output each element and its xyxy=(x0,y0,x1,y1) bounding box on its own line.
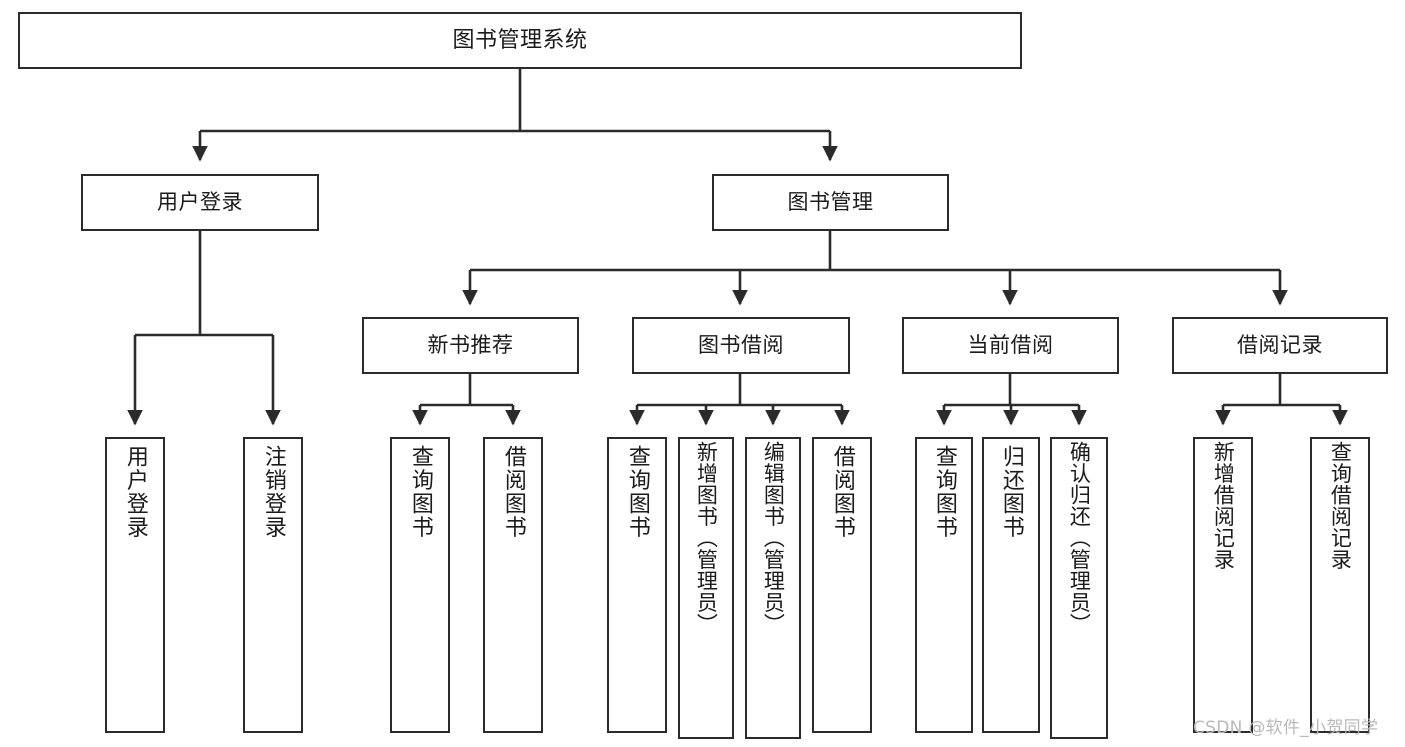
node-leaf-confirm-return-admin[interactable]: 确认归还（管理员） xyxy=(1050,437,1108,739)
node-root[interactable]: 图书管理系统 xyxy=(18,12,1022,69)
node-leaf-query-book-rec-label: 查询图书 xyxy=(407,445,433,539)
node-leaf-query-borrow-record[interactable]: 查询借阅记录 xyxy=(1310,437,1370,733)
node-borrow-record[interactable]: 借阅记录 xyxy=(1172,317,1388,374)
node-leaf-query-book-current-label: 查询图书 xyxy=(931,445,957,539)
node-user-login-label: 用户登录 xyxy=(157,190,243,215)
node-root-label: 图书管理系统 xyxy=(452,27,588,53)
node-current-borrow-label: 当前借阅 xyxy=(967,333,1054,358)
node-leaf-confirm-return-admin-label: 确认归还（管理员） xyxy=(1067,441,1092,635)
node-leaf-logout-label: 注销登录 xyxy=(260,445,286,539)
node-leaf-query-book-rec[interactable]: 查询图书 xyxy=(390,437,450,733)
node-leaf-logout[interactable]: 注销登录 xyxy=(243,437,303,733)
node-leaf-borrow-book-rec[interactable]: 借阅图书 xyxy=(483,437,543,733)
node-leaf-borrow-book-rec-label: 借阅图书 xyxy=(500,445,526,539)
node-leaf-add-borrow-record[interactable]: 新增借阅记录 xyxy=(1193,437,1253,733)
watermark: CSDN @软件_小贺同学 xyxy=(1193,718,1379,738)
node-leaf-edit-book-admin[interactable]: 编辑图书（管理员） xyxy=(745,437,801,739)
node-borrow-record-label: 借阅记录 xyxy=(1237,333,1323,358)
node-leaf-user-login[interactable]: 用户登录 xyxy=(105,437,165,733)
node-leaf-borrow-book[interactable]: 借阅图书 xyxy=(812,437,872,733)
node-new-book-recommend-label: 新书推荐 xyxy=(427,333,514,358)
node-book-management-label: 图书管理 xyxy=(787,190,874,215)
node-new-book-recommend[interactable]: 新书推荐 xyxy=(362,317,579,374)
node-user-login[interactable]: 用户登录 xyxy=(81,174,319,231)
node-leaf-edit-book-admin-label: 编辑图书（管理员） xyxy=(761,441,786,635)
node-leaf-return-book[interactable]: 归还图书 xyxy=(982,437,1040,733)
node-leaf-query-borrow-record-label: 查询借阅记录 xyxy=(1328,441,1353,570)
node-book-borrow-label: 图书借阅 xyxy=(698,333,784,358)
node-leaf-return-book-label: 归还图书 xyxy=(998,445,1024,539)
node-leaf-add-book-admin[interactable]: 新增图书（管理员） xyxy=(678,437,734,739)
node-leaf-user-login-label: 用户登录 xyxy=(122,445,148,539)
node-leaf-add-borrow-record-label: 新增借阅记录 xyxy=(1211,441,1236,570)
node-current-borrow[interactable]: 当前借阅 xyxy=(902,317,1119,374)
node-book-borrow[interactable]: 图书借阅 xyxy=(632,317,850,374)
node-book-management[interactable]: 图书管理 xyxy=(712,174,949,231)
node-leaf-add-book-admin-label: 新增图书（管理员） xyxy=(694,441,719,635)
node-leaf-query-book-label: 查询图书 xyxy=(624,445,650,539)
node-leaf-query-book-current[interactable]: 查询图书 xyxy=(915,437,973,733)
node-leaf-query-book[interactable]: 查询图书 xyxy=(607,437,667,733)
node-leaf-borrow-book-label: 借阅图书 xyxy=(829,445,855,539)
